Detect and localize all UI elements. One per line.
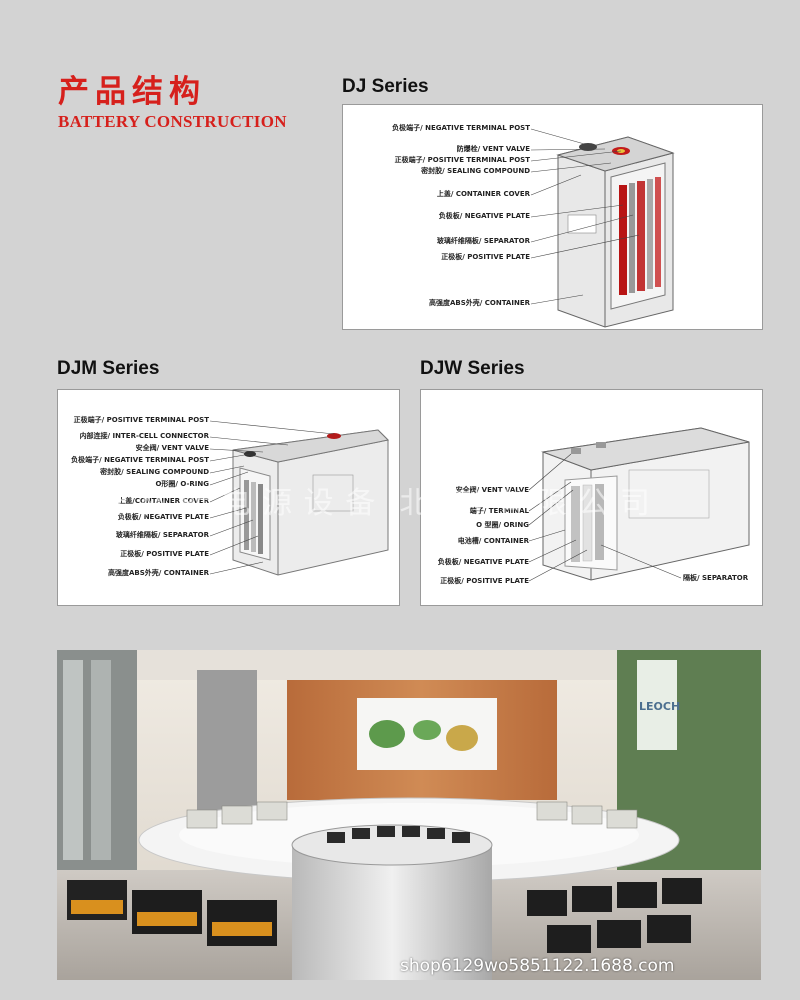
dj-label-positive-plate: 正极板/ POSITIVE PLATE	[441, 253, 530, 261]
dj-battery-illustration	[530, 128, 675, 328]
djw-battery-illustration	[528, 427, 750, 582]
djm-label-negative-terminal: 负极端子/ NEGATIVE TERMINAL POST	[71, 456, 209, 464]
dj-label-container: 高强度ABS外壳/ CONTAINER	[428, 299, 530, 307]
showroom-photo: LEOCH	[57, 650, 761, 980]
djw-series-title: DJW Series	[420, 358, 525, 379]
djw-label-separator: 隔板/ SEPARATOR	[683, 574, 749, 582]
djm-label-container: 高强度ABS外壳/ CONTAINER	[107, 569, 209, 577]
dj-label-positive-terminal: 正极端子/ POSITIVE TERMINAL POST	[394, 156, 530, 164]
dj-label-separator: 玻璃纤维隔板/ SEPARATOR	[436, 237, 530, 245]
djm-series-title: DJM Series	[57, 358, 160, 379]
djm-label-o-ring: O形圈/ O-RING	[155, 480, 209, 488]
dj-series-title: DJ Series	[342, 76, 429, 97]
showroom-illustration: LEOCH	[57, 650, 761, 980]
djw-label-positive-plate: 正极板/ POSITIVE PLATE	[440, 577, 529, 585]
dj-label-negative-terminal: 负极端子/ NEGATIVE TERMINAL POST	[392, 124, 530, 132]
djw-label-container: 电池槽/ CONTAINER	[457, 537, 529, 545]
shop-url: shop6129wo5851122.1688.com	[400, 956, 675, 976]
dj-label-sealing-compound: 密封胶/ SEALING COMPOUND	[421, 167, 530, 175]
djm-label-positive-terminal: 正极端子/ POSITIVE TERMINAL POST	[73, 416, 209, 424]
djm-battery-illustration	[209, 420, 390, 576]
showroom-brand-text: LEOCH	[639, 700, 680, 713]
djm-label-positive-plate: 正极板/ POSITIVE PLATE	[120, 550, 209, 558]
dj-label-vent-valve: 防爆栓/ VENT VALVE	[456, 145, 530, 153]
djm-label-sealing-compound: 密封胶/ SEALING COMPOUND	[100, 468, 209, 476]
djm-label-container-cover: 上盖/CONTAINER COVER	[118, 497, 209, 505]
djw-label-negative-plate: 负极板/ NEGATIVE PLATE	[437, 558, 529, 566]
dj-label-container-cover: 上盖/ CONTAINER COVER	[436, 190, 530, 198]
djm-label-separator: 玻璃纤维隔板/ SEPARATOR	[115, 531, 209, 539]
page-title-en: BATTERY CONSTRUCTION	[58, 112, 287, 131]
djw-label-vent-valve: 安全阀/ VENT VALVE	[455, 486, 529, 494]
djw-label-terminal: 端子/ TERMINAL	[469, 507, 529, 515]
djm-label-negative-plate: 负极板/ NEGATIVE PLATE	[117, 513, 209, 521]
djm-label-inter-cell-connector: 内部连接/ INTER-CELL CONNECTOR	[79, 432, 209, 440]
dj-diagram-panel: 负极端子/ NEGATIVE TERMINAL POST 防爆栓/ VENT V…	[342, 104, 763, 330]
company-watermark: 普 林 斯 电 源 设 备 (北 京) 有 限 公 司	[96, 486, 651, 521]
djm-label-vent-valve: 安全阀/ VENT VALVE	[135, 444, 209, 452]
djw-diagram-panel: 安全阀/ VENT VALVE 端子/ TERMINAL O 型圈/ ORING…	[420, 389, 763, 606]
page-title-cn: 产品结构	[58, 74, 206, 110]
djw-label-oring: O 型圈/ ORING	[476, 521, 529, 529]
djm-diagram-panel: 正极端子/ POSITIVE TERMINAL POST 内部连接/ INTER…	[57, 389, 400, 606]
dj-label-negative-plate: 负极板/ NEGATIVE PLATE	[438, 212, 530, 220]
